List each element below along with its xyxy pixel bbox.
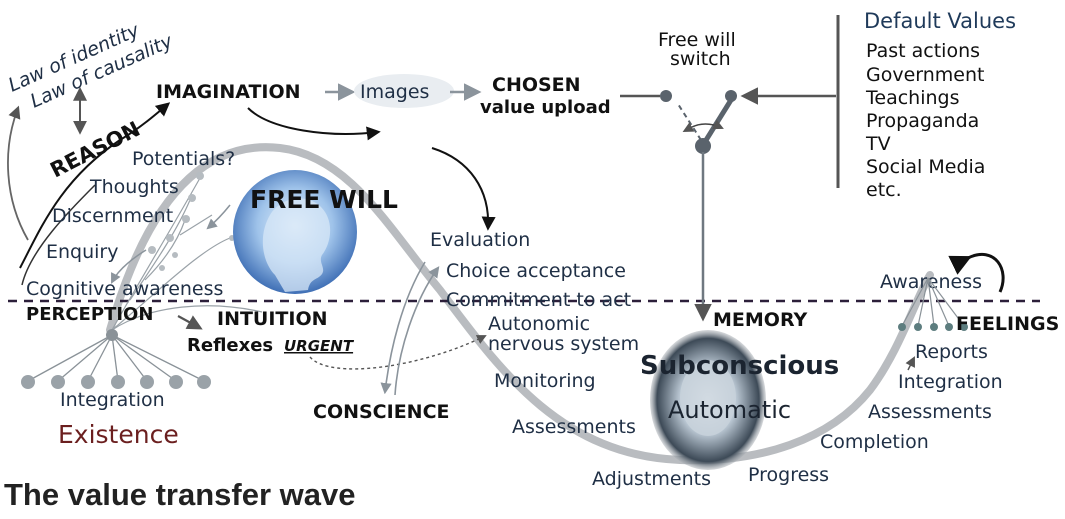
switch-label-line1: Free will: [658, 29, 736, 51]
default-value-item: Past actions: [866, 40, 980, 62]
feelings-fan: [901, 277, 965, 327]
enquiry-to-law-arrow: [7, 105, 29, 241]
reflexes-label: Reflexes: [187, 335, 273, 356]
integration-left-label: Integration: [60, 389, 165, 411]
default-value-item: Propaganda: [866, 110, 979, 132]
reason-label: REASON: [46, 117, 144, 183]
imagination-label: IMAGINATION: [156, 81, 301, 103]
choice-acceptance-label: Choice acceptance: [446, 260, 626, 282]
existence-label: Existence: [58, 420, 179, 449]
integration-to-reports-arrow: [905, 356, 915, 371]
default-values-heading: Default Values: [864, 9, 1016, 33]
perception-to-intuition-arrow: [177, 315, 203, 330]
default-value-item: Government: [866, 64, 985, 86]
enquiry-label: Enquiry: [46, 241, 118, 263]
evaluation-label: Evaluation: [430, 229, 530, 251]
switch-lever: [700, 98, 734, 147]
feelings-dots: [898, 323, 968, 331]
reason-to-imagination-arrow: [19, 102, 171, 269]
assessments-mid-label: Assessments: [512, 416, 636, 438]
autonomic-label-line1: Autonomic: [488, 313, 590, 335]
switch-swing-arc: [682, 119, 724, 132]
assessments-right-label: Assessments: [868, 401, 992, 423]
default-value-item: TV: [865, 133, 891, 155]
to-evaluation-arrow: [431, 147, 496, 231]
cognitive-curl-arrow: [111, 249, 147, 284]
integration-right-label: Integration: [898, 371, 1003, 393]
default-value-item: Teachings: [865, 87, 959, 109]
switch-left-contact: [660, 90, 672, 102]
urgent-label: URGENT: [284, 337, 355, 355]
value-wave: [106, 143, 934, 465]
head-silhouette-icon: [262, 198, 331, 292]
imagination-curve-arrow: [247, 107, 381, 141]
potentials-label: Potentials?: [132, 148, 235, 170]
awareness-loop-arrow: [948, 252, 1005, 293]
images-bubble: [354, 74, 454, 108]
conscience-label: CONSCIENCE: [313, 401, 450, 423]
reports-label: Reports: [915, 341, 988, 363]
default-value-item: Social Media: [866, 156, 985, 178]
thought-curl-arrow: [206, 204, 231, 230]
completion-label: Completion: [820, 431, 929, 453]
thought-branch-lines: [111, 177, 263, 331]
perception-fan: [27, 334, 205, 382]
thoughts-label: Thoughts: [89, 176, 179, 198]
monitoring-label: Monitoring: [494, 370, 596, 392]
cognitive-awareness-label: Cognitive awareness: [26, 278, 223, 300]
switch-ghost-lever: [677, 103, 702, 141]
automatic-label: Automatic: [668, 396, 791, 424]
commitment-label: Commitment to act: [446, 289, 631, 311]
switch-pivot: [695, 138, 711, 154]
perception-node: [106, 329, 118, 341]
autonomic-label-line2: nervous system: [488, 333, 639, 355]
switch-right-contact: [725, 90, 737, 102]
memory-label: MEMORY: [713, 309, 808, 331]
reflexes-to-autonomic-arrow: [309, 335, 487, 370]
value-upload-label: value upload: [480, 97, 611, 118]
intuition-label: INTUITION: [217, 308, 328, 330]
default-value-item: etc.: [866, 179, 902, 201]
images-label: Images: [360, 81, 429, 103]
discernment-label: Discernment: [52, 205, 173, 227]
cognitive-to-reason-line: [21, 184, 96, 286]
perception-dots: [21, 375, 211, 389]
switch-label-line2: switch: [670, 48, 731, 70]
chosen-label: CHOSEN: [492, 74, 581, 96]
feelings-label: FEELINGS: [956, 313, 1059, 335]
conscience-up-arrow: [394, 266, 440, 396]
conscience-down-arrow: [380, 261, 426, 395]
free-will-label: FREE WILL: [250, 185, 398, 214]
progress-label: Progress: [748, 464, 829, 486]
adjustments-label: Adjustments: [592, 468, 711, 490]
diagram-title: The value transfer wave: [4, 477, 356, 512]
perception-label: PERCEPTION: [26, 304, 153, 325]
subconscious-label: Subconscious: [640, 351, 839, 381]
memory-face-icon: [680, 360, 736, 436]
